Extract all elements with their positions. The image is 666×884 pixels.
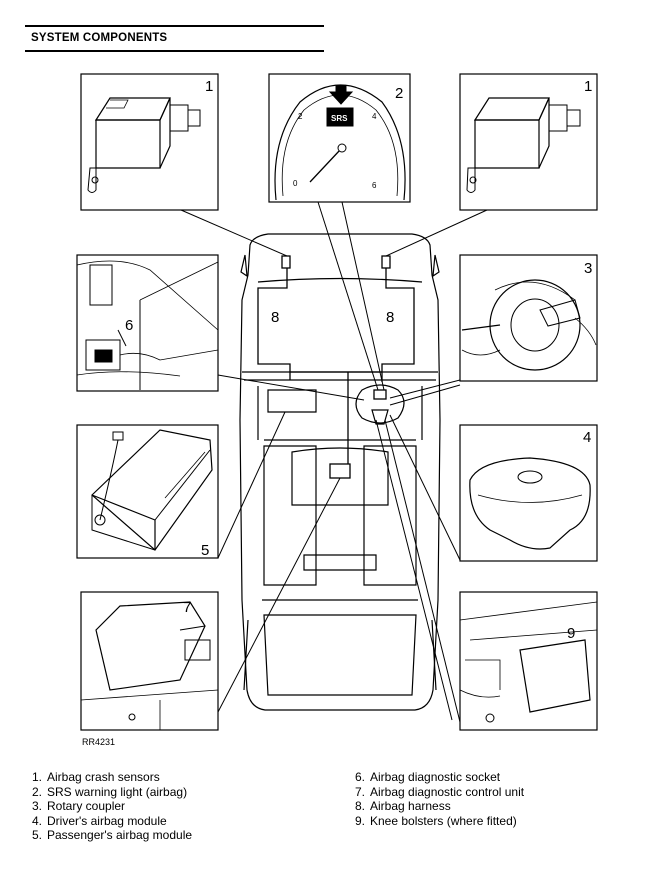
panel-crash-sensor-left [80,73,219,211]
legend-item-text: Knee bolsters (where fitted) [370,813,517,828]
panel-rotary-coupler [459,254,598,382]
legend-item-number: 3. [31,799,42,814]
legend-item-number: 4. [31,813,42,828]
gauge-mark-2: 2 [298,112,303,121]
callout-2: 2 [395,85,403,102]
section-title: SYSTEM COMPONENTS [31,32,168,44]
legend-item-number: 8. [354,799,365,814]
legend-item: 1. Airbag crash sensors [25,770,192,785]
panel-diagnostic-control-unit [80,591,219,731]
airbag-harness [257,255,415,479]
panel-passenger-airbag [76,424,219,559]
legend-item: 9. Knee bolsters (where fitted) [348,814,524,829]
legend-item-text: Airbag diagnostic control unit [370,784,525,799]
callout-8-left: 8 [271,309,279,326]
panel-srs-warning-light [268,73,411,203]
legend-item-number: 2. [31,784,42,799]
panel-crash-sensor-right [459,73,598,211]
gauge-mark-6: 6 [372,181,377,190]
legend-item-text: Passenger's airbag module [47,828,193,843]
panel-knee-bolsters [459,591,598,731]
legend-item: 3. Rotary coupler [25,799,192,814]
gauge-mark-0: 0 [293,179,298,188]
callout-6: 6 [125,317,133,334]
legend-item: 2. SRS warning light (airbag) [25,785,192,800]
legend-item-text: Driver's airbag module [47,813,167,828]
figure-code: RR4231 [82,737,116,747]
legend-item: 6. Airbag diagnostic socket [348,770,524,785]
legend-item-text: Airbag crash sensors [47,770,160,784]
legend-item: 7. Airbag diagnostic control unit [348,785,524,800]
legend-item-number: 5. [31,828,42,843]
callout-4: 4 [583,429,591,446]
callout-1-right: 1 [584,78,592,95]
legend-left: 1. Airbag crash sensors 2. SRS warning ligh… [25,770,192,843]
legend-item-number: 9. [354,813,365,828]
legend-item-text: SRS warning light (airbag) [47,784,188,799]
legend-item-number: 6. [354,770,365,784]
legend-item: 8. Airbag harness [348,799,524,814]
callout-7: 7 [183,599,191,616]
callout-9: 9 [567,625,575,642]
callout-5: 5 [201,542,209,559]
leader-lines [180,201,488,723]
callout-3: 3 [584,260,592,277]
callout-1-left: 1 [205,78,213,95]
panel-driver-airbag [459,424,598,562]
legend-item-text: Airbag harness [370,799,451,814]
legend-item: 4. Driver's airbag module [25,814,192,829]
legend-right: 6. Airbag diagnostic socket 7. Airbag diagn… [348,770,524,828]
header-rule-top [25,25,324,27]
header-rule-bottom [25,50,324,52]
legend-item-text: Rotary coupler [47,799,126,814]
gauge-mark-4: 4 [372,112,377,121]
vehicle-outline [239,233,441,711]
legend-item: 5. Passenger's airbag module [25,828,192,843]
legend-item-number: 1. [31,770,42,784]
panel-diagnostic-socket [76,254,219,392]
callout-8-right: 8 [386,309,394,326]
gauge-srs-label: SRS [331,114,348,123]
legend-item-text: Airbag diagnostic socket [370,770,501,784]
legend-item-number: 7. [354,784,365,799]
